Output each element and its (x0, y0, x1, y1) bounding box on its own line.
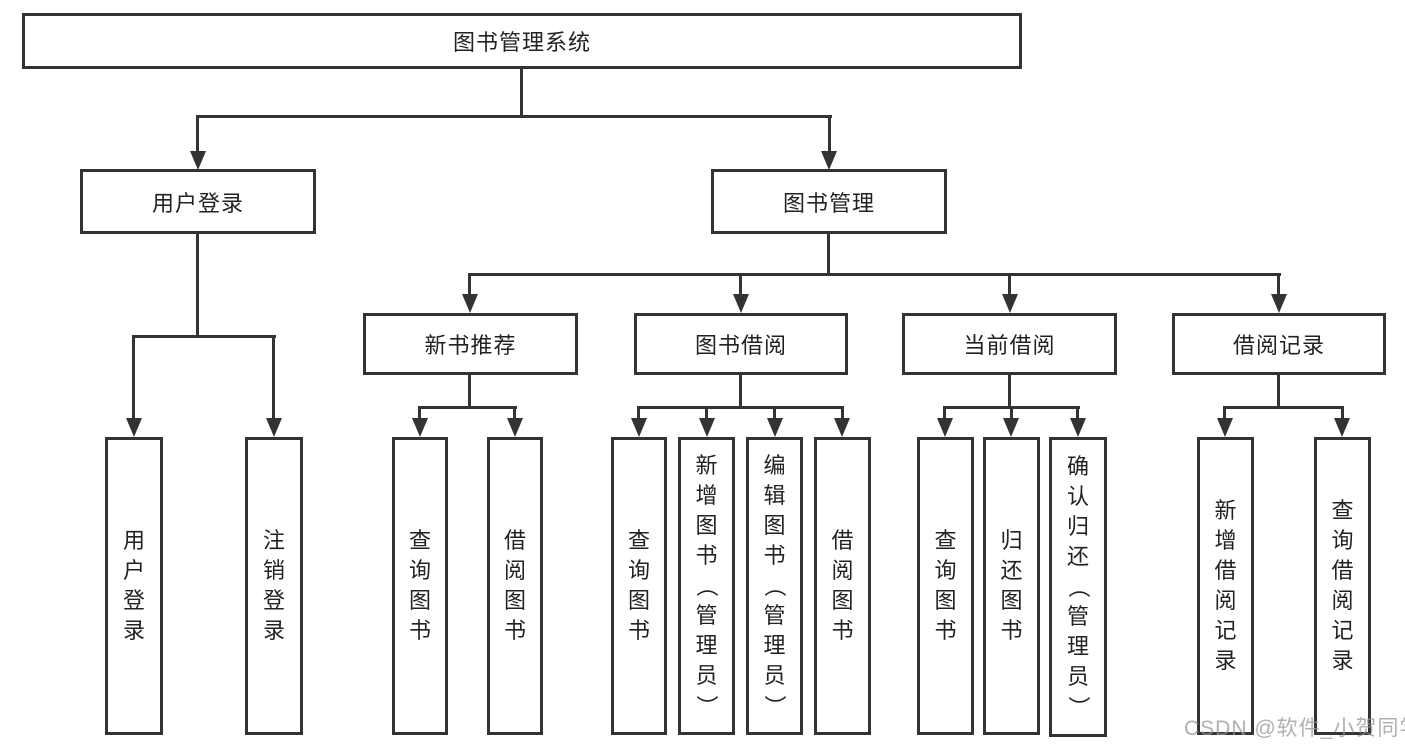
arrow-down-icon (412, 418, 428, 437)
connector-line (1341, 406, 1344, 420)
connector-line (1010, 406, 1013, 420)
leaf-query-books-borrowing: 查询图书 (611, 437, 667, 735)
box-book-management: 图书管理 (711, 169, 947, 234)
box-book-borrowing: 图书借阅 (634, 313, 848, 375)
arrow-down-icon (937, 418, 953, 437)
arrow-down-icon (733, 294, 749, 313)
box-new-book-recommend: 新书推荐 (363, 313, 578, 375)
connector-line (1223, 406, 1226, 420)
arrow-down-icon (462, 294, 478, 313)
connector-line (132, 335, 276, 338)
connector-line (637, 406, 844, 409)
connector-line (1223, 406, 1344, 409)
arrow-down-icon (126, 418, 142, 437)
connector-line (132, 335, 135, 421)
arrow-down-icon (821, 151, 837, 170)
box-library-system: 图书管理系统 (22, 13, 1022, 69)
box-borrowing-records: 借阅记录 (1172, 313, 1386, 375)
connector-line (418, 406, 421, 420)
arrow-down-icon (1271, 294, 1287, 313)
leaf-query-books-recommend: 查询图书 (392, 437, 448, 735)
arrow-down-icon (190, 151, 206, 170)
arrow-down-icon (1002, 294, 1018, 313)
connector-line (520, 69, 523, 117)
box-book-management-label: 图书管理 (782, 190, 875, 216)
box-library-system-label: 图书管理系统 (452, 30, 591, 55)
connector-line (468, 273, 1281, 276)
arrow-down-icon (1334, 418, 1350, 437)
leaf-edit-books-admin: 编辑图书（管理员） (746, 437, 803, 735)
leaf-query-books-current: 查询图书 (917, 437, 974, 735)
arrow-down-icon (1003, 418, 1019, 437)
connector-line (196, 115, 832, 118)
leaf-return-books: 归还图书 (983, 437, 1040, 735)
connector-line (272, 335, 275, 421)
leaf-borrow-books-borrowing: 借阅图书 (814, 437, 871, 735)
leaf-user-login: 用户登录 (105, 437, 163, 735)
box-user-login: 用户登录 (80, 169, 316, 234)
leaf-add-borrow-record: 新增借阅记录 (1197, 437, 1254, 735)
box-new-book-recommend-label: 新书推荐 (424, 333, 517, 358)
connector-line (841, 406, 844, 420)
connector-line (827, 234, 830, 275)
connector-line (739, 375, 742, 408)
box-current-borrowing: 当前借阅 (902, 313, 1117, 375)
connector-line (773, 406, 776, 420)
connector-line (1277, 375, 1280, 408)
connector-line (1008, 273, 1011, 298)
connector-line (513, 406, 516, 420)
connector-line (468, 375, 471, 408)
connector-line (196, 115, 199, 153)
arrow-down-icon (507, 418, 523, 437)
connector-line (943, 406, 946, 420)
connector-line (739, 273, 742, 298)
box-borrowing-records-label: 借阅记录 (1232, 333, 1325, 358)
arrow-down-icon (1217, 418, 1233, 437)
connector-line (468, 273, 471, 298)
connector-line (418, 406, 517, 409)
leaf-query-borrow-record: 查询借阅记录 (1314, 437, 1371, 735)
leaf-borrow-books-recommend: 借阅图书 (487, 437, 543, 735)
arrow-down-icon (1070, 418, 1086, 437)
connector-line (1277, 273, 1280, 298)
connector-line (637, 406, 640, 420)
box-user-login-label: 用户登录 (151, 190, 244, 216)
arrow-down-icon (834, 418, 850, 437)
leaf-add-books-admin: 新增图书（管理员） (678, 437, 735, 735)
watermark-csdn: CSDN @软件_小贺同学 (1184, 717, 1405, 740)
arrow-down-icon (699, 418, 715, 437)
connector-line (196, 234, 199, 337)
box-book-borrowing-label: 图书借阅 (694, 333, 787, 358)
arrow-down-icon (767, 418, 783, 437)
leaf-confirm-return-admin: 确认归还（管理员） (1049, 437, 1107, 737)
arrow-down-icon (266, 418, 282, 437)
leaf-logout: 注销登录 (245, 437, 303, 735)
arrow-down-icon (631, 418, 647, 437)
connector-line (1008, 375, 1011, 408)
connector-line (828, 115, 831, 153)
box-current-borrowing-label: 当前借阅 (963, 333, 1056, 358)
connector-line (705, 406, 708, 420)
connector-line (1076, 406, 1079, 420)
